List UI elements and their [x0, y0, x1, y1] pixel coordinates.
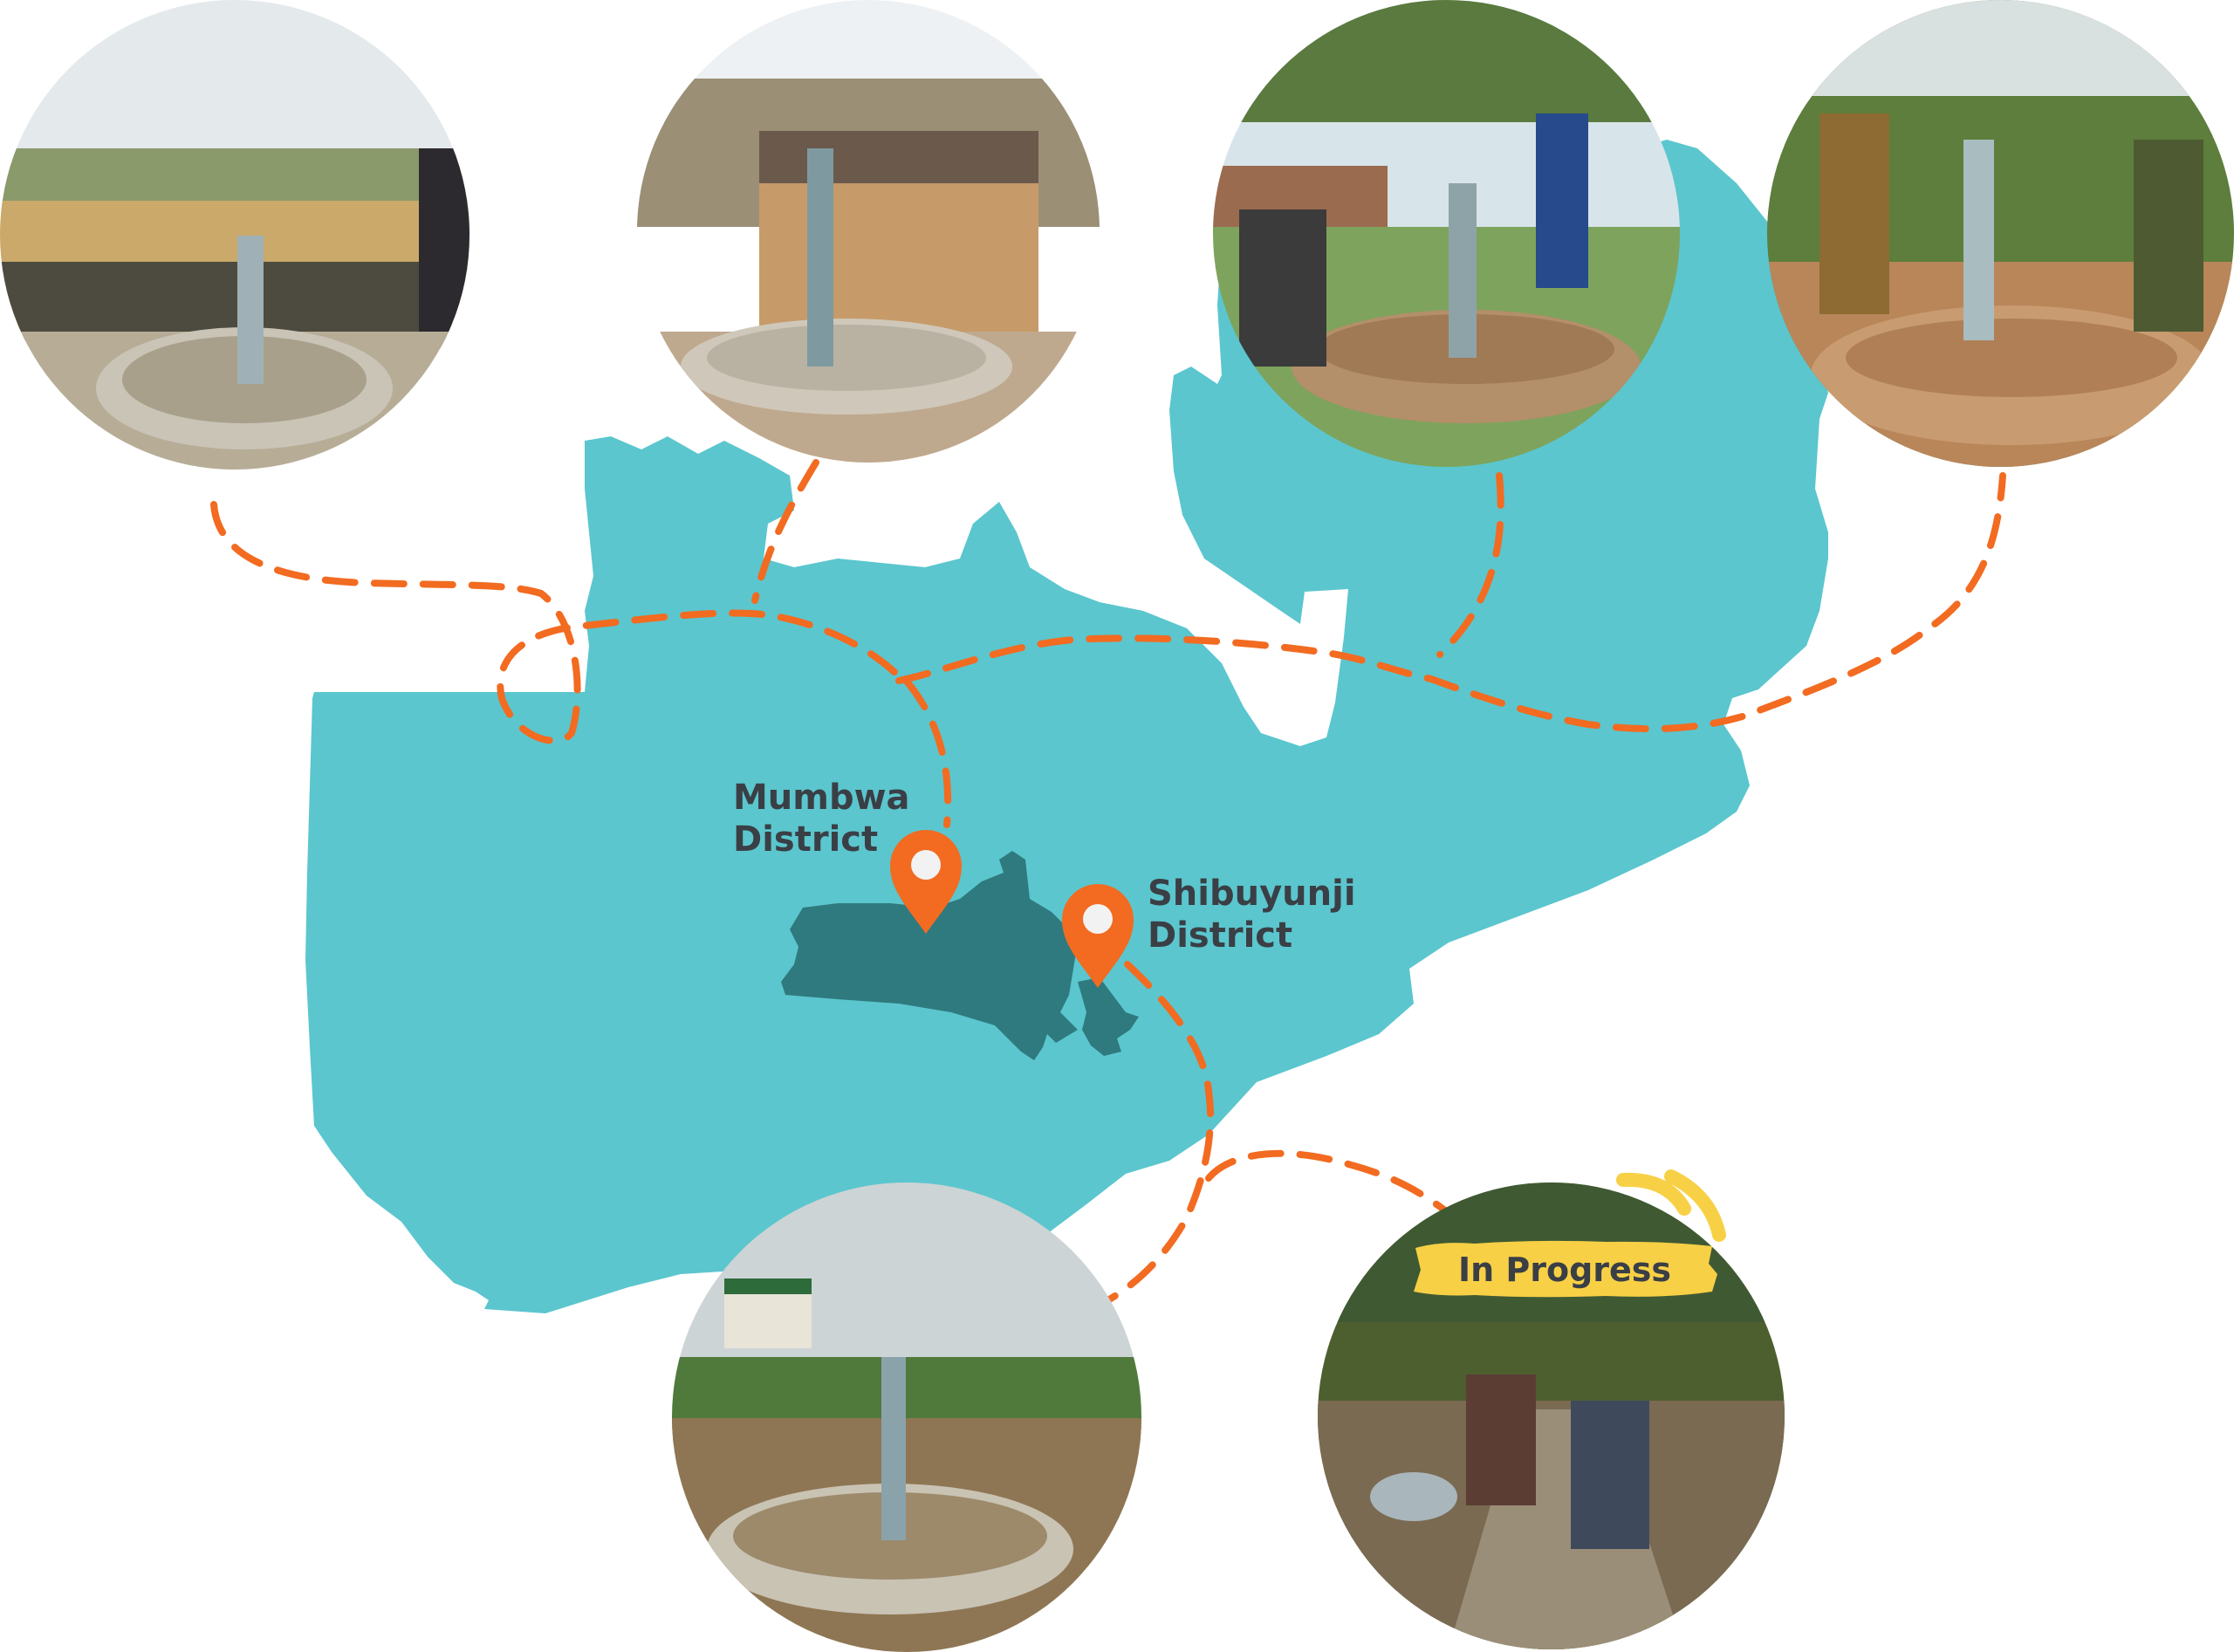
mumbwa-district-shape — [781, 851, 1078, 1060]
route-line-3 — [895, 472, 2006, 733]
photo-children-at-hand-pump[interactable] — [637, 0, 1100, 463]
shibuyunji-label-line1: Shibuyunji — [1148, 874, 1356, 914]
route-lines — [210, 459, 2006, 1308]
photo-hand-pump-with-sign[interactable] — [672, 1182, 1141, 1652]
route-line-2 — [751, 459, 819, 604]
mumbwa-location-pin[interactable] — [890, 830, 962, 934]
status-badge-label: In Progress — [1458, 1251, 1671, 1289]
photo-students-at-hand-pump[interactable] — [0, 0, 469, 470]
mumbwa-label-line1: Mumbwa — [733, 778, 910, 818]
route-line-6 — [1096, 961, 1214, 1308]
route-line-7 — [1205, 1149, 1452, 1217]
mumbwa-district-label: Mumbwa District — [733, 777, 910, 860]
status-badge: In Progress — [1414, 1169, 1726, 1298]
shibuyunji-district-label: Shibuyunji District — [1148, 873, 1356, 956]
route-line-4 — [1436, 472, 1504, 658]
mumbwa-label-line2: District — [733, 819, 879, 860]
route-line-5 — [904, 679, 952, 828]
shibuyunji-location-pin[interactable] — [1062, 884, 1134, 988]
shibuyunji-label-line2: District — [1148, 915, 1293, 956]
photo-women-collecting-water[interactable] — [1767, 0, 2234, 467]
photo-man-pumping-water[interactable] — [1213, 0, 1680, 467]
route-line-1 — [210, 501, 902, 744]
status-badge-banner — [1414, 1240, 1717, 1298]
shibuyunji-district-shape — [1078, 977, 1139, 1056]
